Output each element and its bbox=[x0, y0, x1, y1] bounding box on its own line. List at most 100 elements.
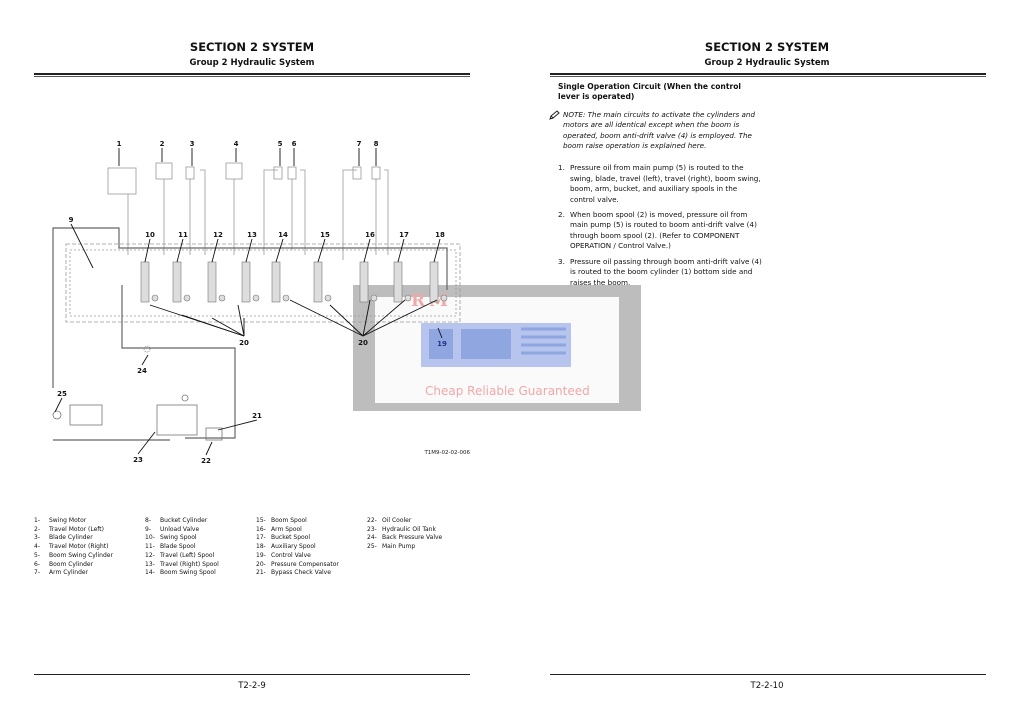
compensator bbox=[252, 294, 260, 302]
callout-arrow bbox=[437, 327, 443, 339]
step-number: 2. bbox=[558, 210, 565, 220]
legend-item: 20- Pressure Compensator bbox=[256, 561, 339, 570]
callout-label: 9 bbox=[69, 216, 74, 224]
compensator bbox=[404, 294, 412, 302]
callout-label: 22 bbox=[201, 457, 211, 465]
callout-label: 15 bbox=[320, 231, 330, 239]
legend-number: 25- bbox=[367, 543, 377, 551]
callout-arrow bbox=[433, 238, 441, 263]
legend-item: 3-Blade Cylinder bbox=[34, 534, 93, 543]
callout-label: 20 bbox=[239, 339, 249, 347]
right-header-rule bbox=[550, 73, 986, 75]
legend-item: 13- Travel (Right) Spool bbox=[145, 561, 219, 570]
legend-label: Oil Cooler bbox=[382, 517, 412, 524]
legend-label: Hydraulic Oil Tank bbox=[382, 525, 436, 533]
callout-arrow bbox=[54, 397, 63, 413]
pencil-icon bbox=[549, 110, 560, 120]
legend-number: 13- bbox=[145, 560, 155, 568]
watermark: RM Cheap Reliable Guaranteed bbox=[353, 285, 641, 411]
compensator bbox=[282, 294, 290, 302]
callout-arrow bbox=[362, 299, 406, 337]
callout-arrow bbox=[362, 299, 371, 337]
legend-item: 25-Main Pump bbox=[367, 543, 415, 552]
legend-number: 2- bbox=[34, 525, 40, 533]
compensator bbox=[183, 294, 191, 302]
legend-item: 9- Unload Valve bbox=[145, 526, 199, 535]
legend-label: Boom Spool bbox=[271, 517, 307, 524]
legend-item: 6-Boom Cylinder bbox=[34, 561, 93, 570]
legend-number: 8- bbox=[145, 517, 151, 524]
legend-label: Swing Motor bbox=[49, 517, 87, 524]
legend-label: Bucket Spool bbox=[271, 534, 311, 542]
callout-arrow bbox=[205, 441, 213, 456]
callout-arrow bbox=[237, 304, 245, 337]
legend-item: 23-Hydraulic Oil Tank bbox=[367, 526, 436, 535]
legend-number: 14- bbox=[145, 569, 155, 577]
legend-number: 15- bbox=[256, 517, 266, 524]
legend-label: Travel Motor (Left) bbox=[49, 525, 104, 533]
spool bbox=[313, 261, 323, 303]
callout-label: 23 bbox=[133, 456, 143, 464]
legend-item: 22-Oil Cooler bbox=[367, 517, 411, 526]
legend-label: Arm Spool bbox=[271, 525, 302, 533]
callout-arrow bbox=[245, 238, 253, 263]
legend-item: 11-Blade Spool bbox=[145, 543, 196, 552]
legend-label: Pressure Compensator bbox=[271, 560, 339, 568]
section-heading: Single Operation Circuit (When the contr… bbox=[558, 82, 742, 102]
callout-arrow bbox=[181, 314, 245, 337]
right-footer-rule bbox=[550, 674, 986, 675]
legend-label: Travel (Right) Spool bbox=[160, 560, 219, 568]
legend-number: 10- bbox=[145, 534, 155, 542]
tank-and-pump bbox=[52, 345, 223, 441]
legend-item: 5-Boom Swing Cylinder bbox=[34, 552, 113, 561]
note-text: NOTE: The main circuits to activate the … bbox=[563, 109, 756, 151]
legend-number: 12- bbox=[145, 551, 155, 559]
callout-arrow bbox=[211, 317, 245, 337]
legend-label: Boom Cylinder bbox=[49, 560, 94, 568]
legend-number: 21- bbox=[256, 569, 266, 577]
spool bbox=[207, 261, 217, 303]
legend-label: Unload Valve bbox=[160, 525, 200, 533]
legend-item: 12-Travel (Left) Spool bbox=[145, 552, 214, 561]
main-lines bbox=[52, 227, 448, 441]
legend-item: 8-Bucket Cylinder bbox=[145, 517, 207, 526]
spool bbox=[140, 261, 150, 303]
callout-label: 24 bbox=[137, 367, 147, 375]
step-item: 1.Pressure oil from main pump (5) is rou… bbox=[558, 163, 763, 205]
legend-item: 14-Boom Swing Spool bbox=[145, 569, 216, 578]
watermark-icon bbox=[421, 323, 571, 367]
step-text: Pressure oil passing through boom anti-d… bbox=[570, 256, 762, 287]
legend-number: 19- bbox=[256, 551, 266, 559]
legend-number: 1- bbox=[34, 517, 40, 524]
watermark-tagline: Cheap Reliable Guaranteed bbox=[425, 384, 590, 398]
legend-number: 20- bbox=[256, 560, 266, 568]
legend-label: Blade Spool bbox=[160, 543, 196, 551]
compensator bbox=[324, 294, 332, 302]
legend-label: Swing Spool bbox=[160, 534, 197, 542]
callout-label: 14 bbox=[278, 231, 288, 239]
callout-label: 3 bbox=[190, 140, 195, 148]
diagram-lines bbox=[65, 162, 461, 323]
callout-arrow bbox=[317, 238, 326, 263]
right-section-title: SECTION 2 SYSTEM bbox=[704, 40, 830, 54]
legend-number: 16- bbox=[256, 525, 266, 533]
callout-label: 1 bbox=[117, 140, 122, 148]
watermark-logo: RM bbox=[411, 291, 452, 311]
legend-item: 4-Travel Motor (Right) bbox=[34, 543, 108, 552]
right-body: Single Operation Circuit (When the contr… bbox=[549, 82, 763, 288]
step-text: When boom spool (2) is moved, pressure o… bbox=[570, 210, 757, 251]
legend-label: Back Pressure Valve bbox=[382, 534, 443, 542]
callout-label: 19 bbox=[437, 340, 447, 348]
step-number: 3. bbox=[558, 256, 565, 266]
legend-item: 7-Arm Cylinder bbox=[34, 569, 88, 578]
callout-label: 17 bbox=[399, 231, 409, 239]
note-block: NOTE: The main circuits to activate the … bbox=[549, 109, 763, 152]
legend-number: 4- bbox=[34, 543, 40, 551]
callout-label: 21 bbox=[252, 412, 262, 420]
spool bbox=[172, 261, 182, 303]
spool bbox=[429, 261, 439, 303]
legend-number: 9- bbox=[145, 525, 151, 533]
compensator bbox=[218, 294, 226, 302]
callout-label: 18 bbox=[435, 231, 445, 239]
